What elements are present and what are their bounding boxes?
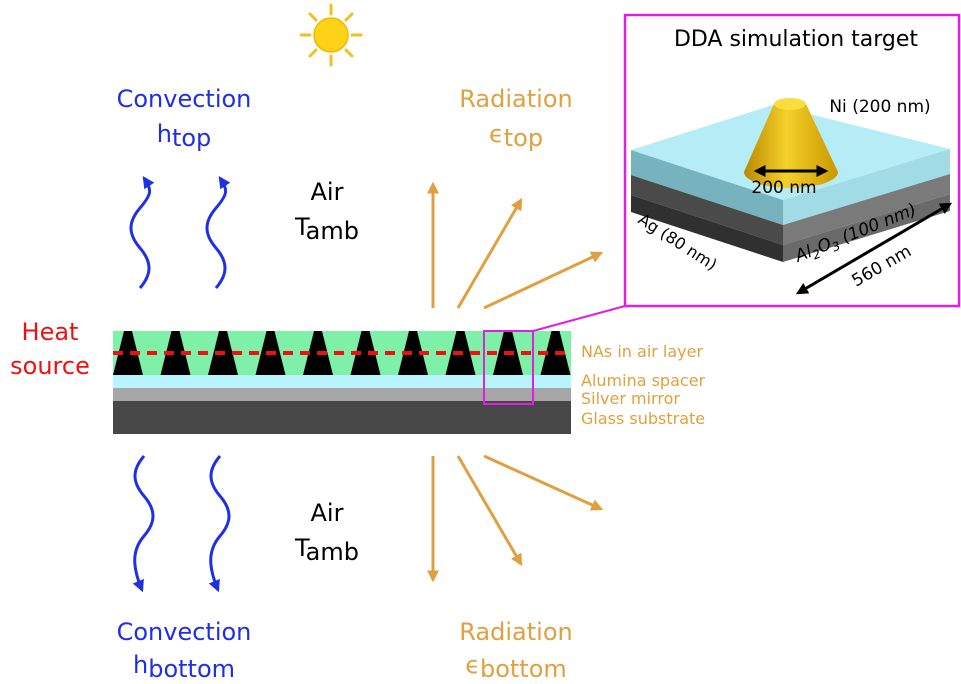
bottom-air-temperature: Tamb [294, 534, 359, 566]
cone-diameter-label: 200 nm [751, 178, 816, 198]
nanoantenna-cone [350, 331, 381, 375]
bottom-convection-arrow-2 [208, 455, 231, 593]
heat-source-label-line1: Heat [22, 318, 79, 346]
slab-left-bottom [631, 195, 783, 262]
bottom-convection-arrow-1 [132, 455, 155, 593]
top-radiation-symbol: ϵtop [489, 120, 543, 152]
inset-title: DDA simulation target [674, 27, 918, 52]
glass-substrate-layer [113, 401, 571, 434]
top-air-label: Air [311, 178, 344, 206]
width-arrow [795, 202, 953, 295]
inset-connector-top [532, 305, 626, 332]
top-convection-arrow-1 [129, 176, 155, 289]
bottom-radiation-symbol: ϵbottom [465, 651, 567, 683]
top-convection-symbol: htop [157, 120, 212, 152]
layer-label-alumina: Alumina spacer [581, 371, 706, 390]
nanoantenna-cone [113, 331, 143, 375]
silver-mirror-layer [113, 388, 571, 401]
simulation-inset: DDA simulation target 200 nm Ni (200 nm)… [623, 13, 961, 308]
bottom-radiation-arrow-2 [456, 455, 523, 567]
nanoantenna-cone [398, 331, 428, 375]
bottom-radiation-arrow-3 [483, 454, 604, 511]
layer-label-silver: Silver mirror [581, 389, 680, 408]
slab-left-alumina [631, 150, 783, 225]
layer-stack [113, 330, 571, 434]
top-radiation-label: Radiation [459, 85, 572, 113]
layer-label-glass: Glass substrate [581, 409, 705, 428]
top-convection-label: Convection [117, 85, 252, 113]
bottom-air-label: Air [311, 499, 344, 527]
top-convection-arrow-2 [205, 176, 231, 289]
slab-left-silver [631, 175, 783, 245]
bottom-radiation-label: Radiation [459, 618, 572, 646]
layer-label-nas: NAs in air layer [581, 342, 703, 361]
bottom-convection-symbol: hbottom [133, 651, 235, 683]
top-air-temperature: Tamb [294, 213, 359, 245]
sun-icon [299, 3, 363, 67]
simulation-cell-highlight [483, 330, 534, 405]
alumina-spacer-layer [113, 375, 571, 388]
top-radiation-arrow-2 [456, 197, 523, 309]
nanoantenna-cone [160, 331, 191, 375]
bottom-convection-label: Convection [117, 618, 252, 646]
top-radiation-arrow-3 [483, 251, 604, 310]
cone-material-label: Ni (200 nm) [829, 97, 930, 117]
heat-source-label-line2: source [10, 352, 90, 380]
